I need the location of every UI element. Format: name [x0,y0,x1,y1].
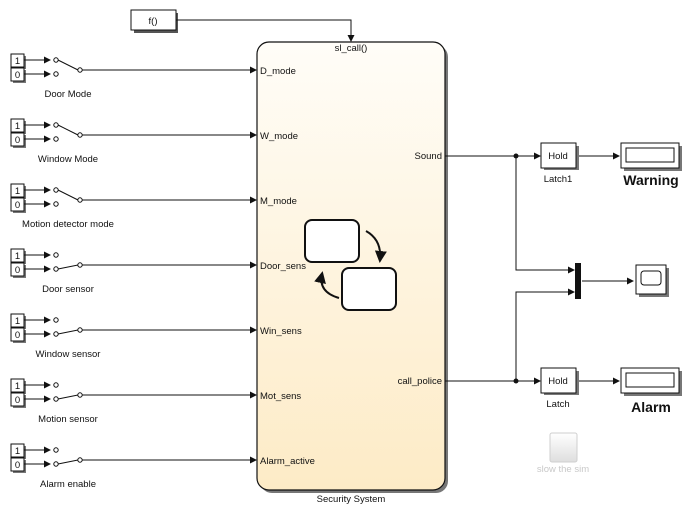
constant-value: 1 [15,56,20,67]
hold-block-latch1[interactable]: Hold Latch1 [540,142,579,185]
switch-label: Motion detector mode [22,219,114,230]
display-alarm[interactable]: Alarm [620,367,682,415]
constant-block-zero[interactable]: 0 [10,67,26,83]
constant-block-one[interactable]: 1 [10,118,26,134]
function-call-block[interactable]: f() [130,9,178,33]
scope-block[interactable] [635,264,669,297]
stateflow-chart-block[interactable]: sl_call() Security System [256,41,448,505]
hold-block-text: Hold [548,376,568,387]
switch-label: Motion sensor [38,414,98,425]
mux-block[interactable] [575,263,581,299]
hold-block-text: Hold [548,151,568,162]
constant-block-one[interactable]: 1 [10,313,26,329]
constant-value: 0 [15,460,20,471]
switch-label: Window sensor [36,349,101,360]
constant-block-zero[interactable]: 0 [10,457,26,473]
chart-input-port: M_mode [260,196,297,207]
switch-toggle-icon[interactable] [53,382,83,402]
constant-block-zero[interactable]: 0 [10,132,26,148]
constant-value: 0 [15,330,20,341]
switch-toggle-icon[interactable] [53,122,83,142]
stateflow-chart-icon [304,219,397,311]
function-call-label: f() [149,16,158,27]
constant-value: 1 [15,121,20,132]
switch-toggle-icon[interactable] [53,187,83,207]
constant-value: 0 [15,135,20,146]
chart-name: Security System [317,494,386,505]
slow-sim-button[interactable]: slow the sim [537,432,589,475]
constant-block-zero[interactable]: 0 [10,327,26,343]
constant-block-zero[interactable]: 0 [10,392,26,408]
switch-toggle-icon[interactable] [53,317,83,337]
function-call-wire [176,19,355,42]
constant-value: 1 [15,316,20,327]
constant-value: 0 [15,265,20,276]
display-alarm-label: Alarm [631,399,671,415]
switch-label: Door Mode [45,89,92,100]
constant-block-one[interactable]: 1 [10,443,26,459]
chart-input-port: Door_sens [260,261,306,272]
switch-toggle-icon[interactable] [53,447,83,467]
constant-value: 1 [15,446,20,457]
chart-input-port: Mot_sens [260,391,301,402]
constant-value: 0 [15,395,20,406]
constant-block-zero[interactable]: 0 [10,262,26,278]
constant-block-zero[interactable]: 0 [10,197,26,213]
display-warning[interactable]: Warning [620,142,682,188]
chart-output-port: Sound [415,151,442,162]
hold-block-latch[interactable]: Hold Latch [540,367,579,410]
switch-label: Alarm enable [40,479,96,490]
constant-value: 1 [15,381,20,392]
hold-block-name: Latch [546,399,569,410]
constant-block-one[interactable]: 1 [10,248,26,264]
display-warning-label: Warning [623,172,678,188]
constant-value: 0 [15,70,20,81]
chart-trigger-label: sl_call() [335,43,368,54]
constant-value: 0 [15,200,20,211]
constant-block-one[interactable]: 1 [10,53,26,69]
chart-input-port: Win_sens [260,326,302,337]
constant-value: 1 [15,251,20,262]
switch-label: Window Mode [38,154,98,165]
chart-input-port: W_mode [260,131,298,142]
chart-input-port: D_mode [260,66,296,77]
switch-label: Door sensor [42,284,94,295]
switch-toggle-icon[interactable] [53,252,83,272]
slow-sim-label: slow the sim [537,464,589,475]
constant-block-one[interactable]: 1 [10,378,26,394]
chart-input-port: Alarm_active [260,456,315,467]
constant-value: 1 [15,186,20,197]
switch-toggle-icon[interactable] [53,57,83,77]
output-wiring [445,152,634,385]
hold-block-name: Latch1 [544,174,573,185]
chart-output-port: call_police [398,376,442,387]
constant-block-one[interactable]: 1 [10,183,26,199]
